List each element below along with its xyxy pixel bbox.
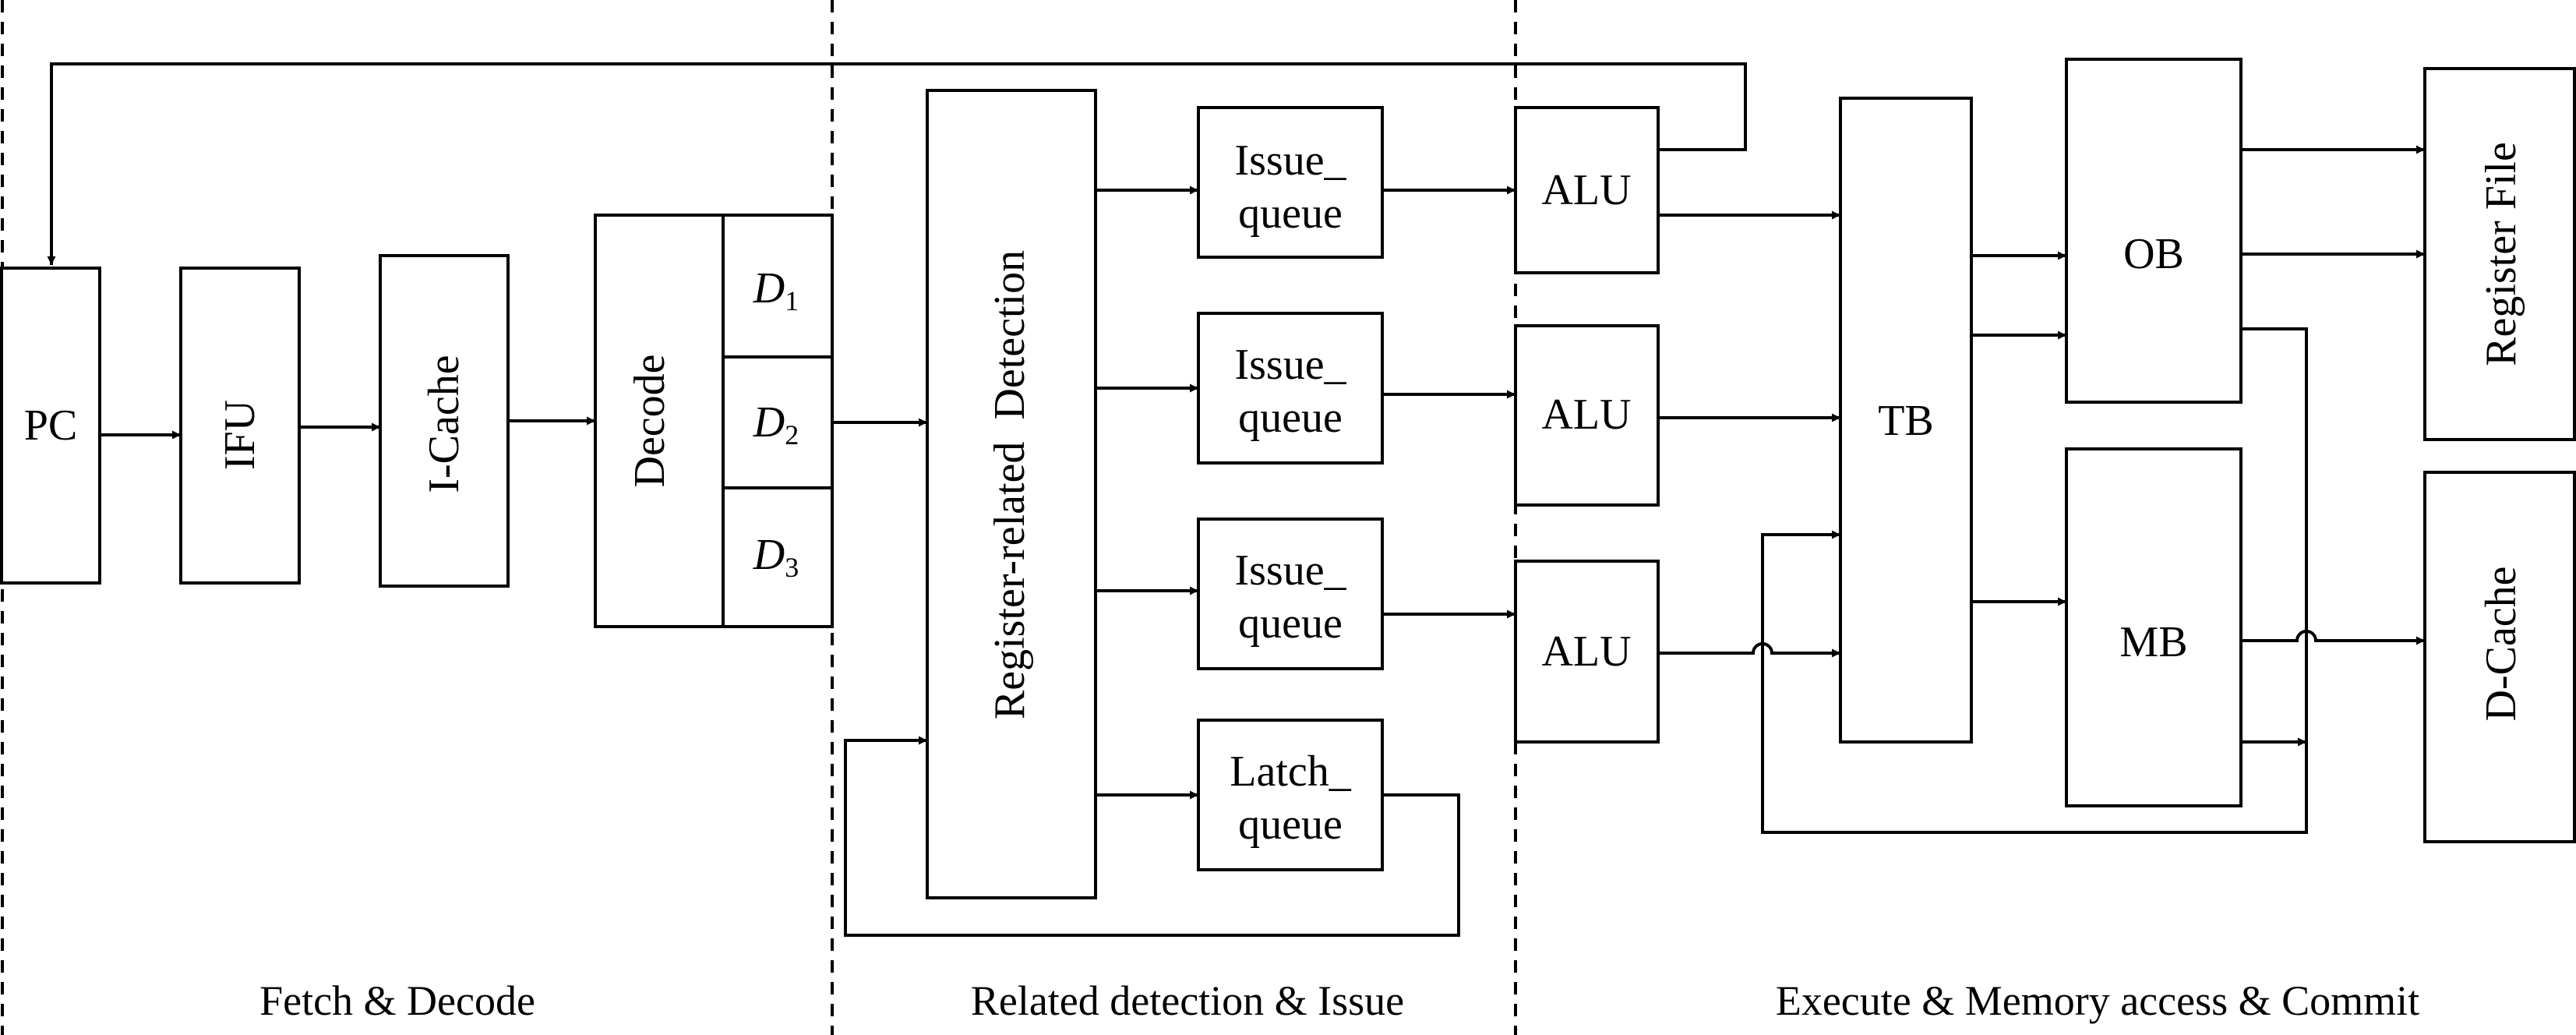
decode-block (594, 214, 725, 628)
d2-label: D2 (753, 398, 799, 450)
d2-block (722, 355, 834, 489)
alu-1-label: ALU (1541, 166, 1631, 214)
alu-2-block (1514, 324, 1660, 507)
stage-label-execute-commit: Execute & Memory access & Commit (1776, 977, 2419, 1024)
issue-queue-1-label-line2: queue (1238, 189, 1343, 238)
mb-label: MB (2119, 618, 2187, 666)
ifu-block (179, 267, 301, 585)
alu-3-label: ALU (1541, 627, 1631, 676)
tb-block (1839, 97, 1973, 744)
dcache-block (2423, 471, 2576, 843)
feedback-wire (47, 62, 1747, 265)
pc-label: PC (24, 401, 78, 450)
ob-loopback-to-tb-arrow (1761, 327, 2308, 834)
d1-label: D1 (753, 264, 799, 316)
connections (47, 62, 2425, 937)
stage-label-related-issue: Related detection & Issue (971, 977, 1404, 1024)
d3-label: D3 (753, 531, 799, 583)
issue-queue-2-label-line1: Issue_ (1234, 341, 1346, 389)
register-detection-block (926, 89, 1097, 899)
latch-queue-loop-arrow (844, 736, 1460, 937)
ob-label: OB (2123, 230, 2184, 278)
dcache-label: D-Cache (2477, 566, 2525, 721)
mb-to-dcache-arrow (2241, 630, 2425, 645)
d3-block (722, 486, 834, 628)
latch-queue-label-line2: queue (1238, 800, 1343, 849)
issue-queue-3-block (1197, 518, 1384, 670)
latch-queue-label-line1: Latch_ (1230, 747, 1351, 796)
pc-block (0, 267, 101, 585)
decode-label: Decode (626, 354, 674, 487)
ob-block (2065, 58, 2243, 404)
issue-queue-1-block (1197, 106, 1384, 259)
mb-block (2065, 447, 2243, 807)
register-file-block (2423, 67, 2576, 441)
issue-queue-2-label-line2: queue (1238, 394, 1343, 442)
alu-1-block (1514, 106, 1660, 274)
issue-queue-1-label-line1: Issue_ (1234, 136, 1346, 185)
latch-queue-block (1197, 719, 1384, 871)
issue-queue-3-label-line2: queue (1238, 599, 1343, 648)
register-detection-label: Register-related Detection (986, 250, 1034, 719)
issue-queue-3-label-line1: Issue_ (1234, 546, 1346, 595)
icache-label: I-Cache (420, 355, 468, 493)
alu-3-block (1514, 560, 1660, 744)
issue-queue-2-block (1197, 312, 1384, 465)
alu-2-label: ALU (1541, 390, 1631, 439)
tb-label: TB (1878, 397, 1934, 445)
stage-label-fetch-decode: Fetch & Decode (259, 977, 535, 1024)
icache-block (379, 254, 510, 588)
alu-3-to-tb-arrow (1658, 642, 1840, 658)
ifu-label: IFU (216, 400, 264, 470)
register-file-label: Register File (2477, 142, 2525, 366)
